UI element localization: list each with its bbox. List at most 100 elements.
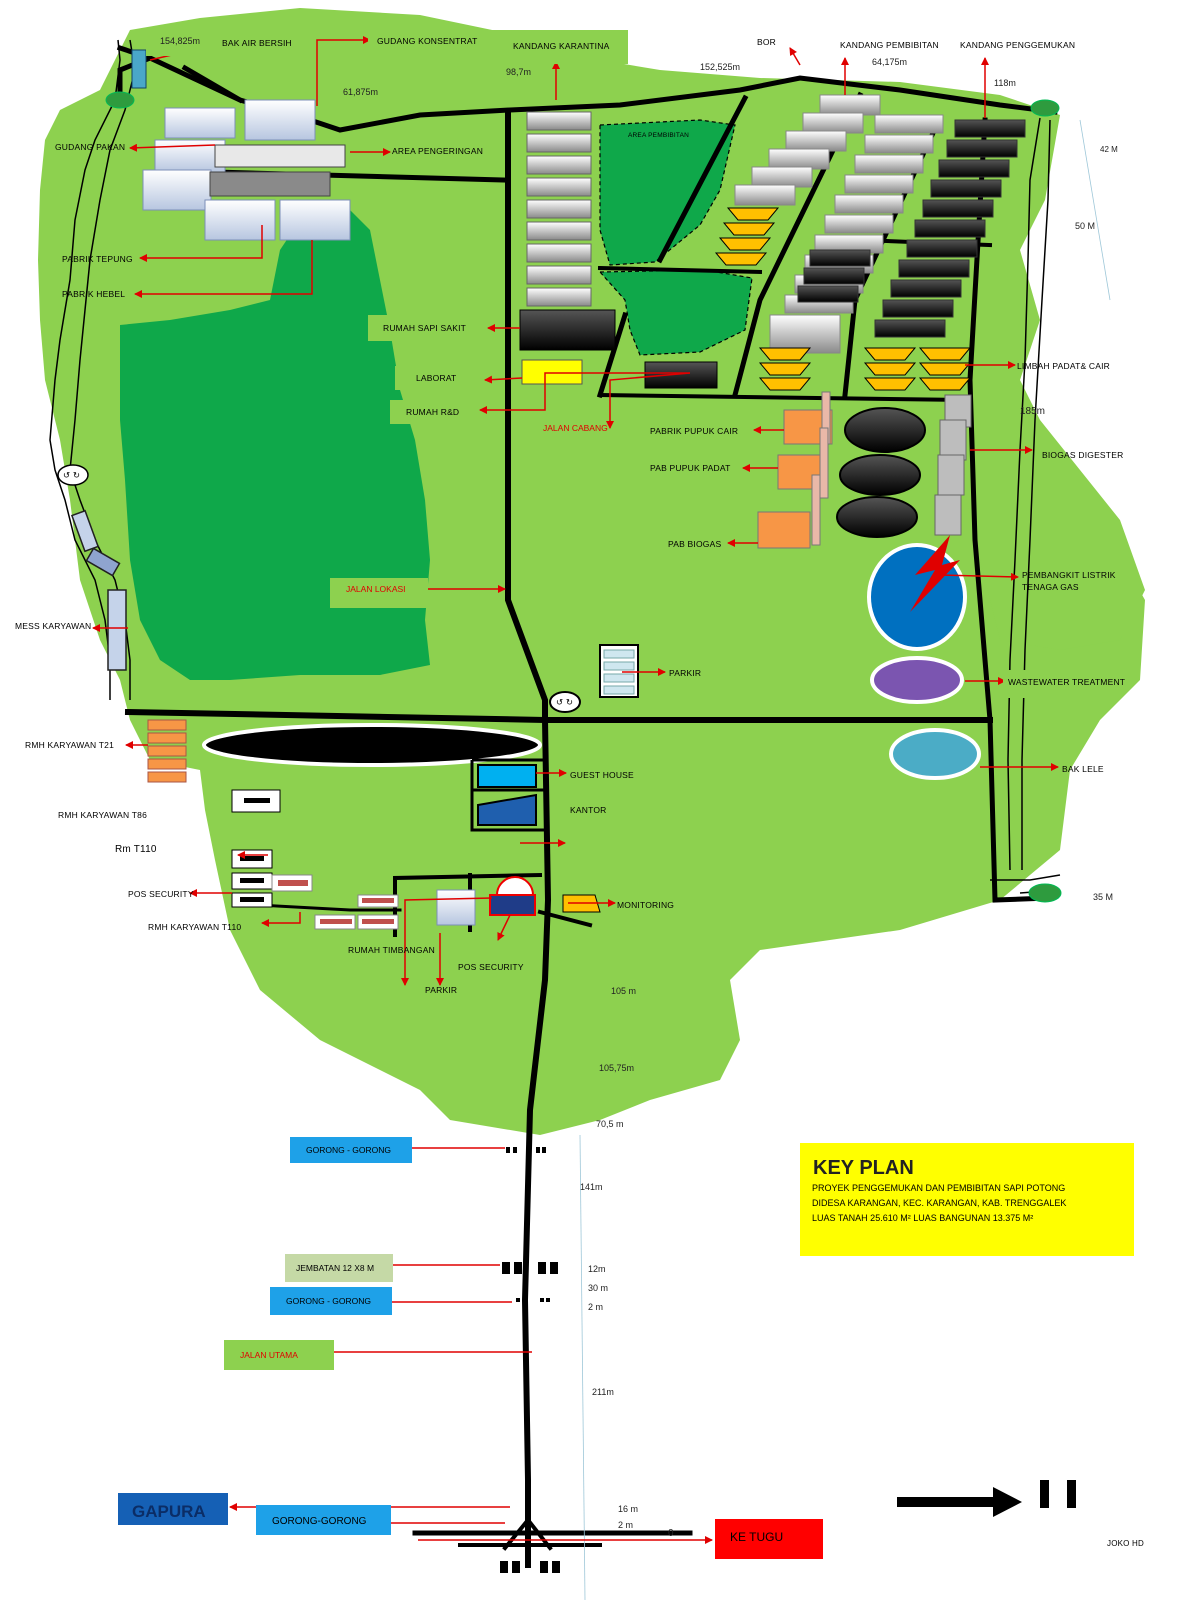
penggemukan-shed [922, 199, 994, 218]
label-kantor: KANTOR [570, 805, 606, 815]
label-kandang-pembibitan: KANDANG PEMBIBITAN [840, 40, 939, 50]
label-pabrik-tepung: PABRIK TEPUNG [62, 254, 133, 264]
gudang-pakan-buildings [142, 99, 351, 241]
pointer-arrow [316, 36, 371, 106]
penggemukan-shed [930, 179, 1002, 198]
roundabout-west-icon: ↺ ↻ [57, 464, 89, 486]
dark-block-mid [644, 361, 718, 389]
penggemukan-shed [890, 279, 962, 298]
biogas-tanks [934, 394, 972, 536]
wastewater-pond [870, 656, 964, 704]
pointer-arrow [261, 912, 301, 927]
limbah-tray [726, 207, 780, 221]
laborat-building [521, 359, 583, 385]
penggemukan-shed [797, 285, 859, 303]
gorong-2-box [270, 1287, 392, 1315]
label-biogas-digester: BIOGAS DIGESTER [1042, 450, 1123, 460]
label-rumah-rd: RUMAH R&D [406, 407, 459, 417]
label-gudang-pakan: GUDANG PAKAN [55, 142, 125, 152]
key-plan-title: KEY PLAN [813, 1157, 914, 1179]
key-plan-box [800, 1143, 1134, 1256]
karantina-shed [526, 133, 592, 153]
kantor-building [477, 793, 537, 826]
author-label: JOKO HD [1107, 1539, 1144, 1548]
dim-64: 64,175m [872, 57, 907, 67]
label-kandang-karantina: KANDANG KARANTINA [513, 41, 610, 51]
pembibitan-shed [785, 130, 847, 152]
limbah-tray [722, 222, 776, 236]
limbah-tray [918, 362, 972, 376]
pembibitan-shed [824, 214, 894, 234]
jembatan-box [285, 1254, 393, 1282]
karantina-shed [526, 177, 592, 197]
key-plan-line3: LUAS TANAH 25.610 M² LUAS BANGUNAN 13.37… [812, 1213, 1033, 1223]
power-plant [867, 535, 967, 651]
label-monitoring: MONITORING [617, 900, 674, 910]
limbah-tray [718, 237, 772, 251]
bak-lele-pond [889, 728, 981, 780]
label-rmh-karyawan-t110: RMH KARYAWAN T110 [148, 922, 241, 932]
pointer-arrow [606, 372, 691, 429]
dim-42: 42 M [1100, 145, 1118, 154]
label-box-rumah-sapi-sakit [368, 315, 466, 341]
jalan-utama-label: JALAN UTAMA [240, 1350, 298, 1360]
pointer-arrow [497, 914, 511, 941]
biogas-digesters [836, 407, 926, 538]
penggemukan-shed [906, 239, 978, 258]
dim-152: 152,525m [700, 62, 740, 72]
label-limbah: LIMBAH PADAT& CAIR [1017, 361, 1110, 371]
dim-35: 35 M [1093, 892, 1113, 902]
karantina-shed [526, 199, 592, 219]
kandang-penggemukan-sheds [797, 119, 1026, 338]
gapura-label: GAPURA [132, 1502, 206, 1521]
penggemukan-shed [874, 319, 946, 338]
label-box-wastewater [1003, 670, 1113, 698]
label-box-kandang-karantina [498, 30, 628, 64]
label-pos-security-1: POS SECURITY [128, 889, 194, 899]
label-pembangkit-1: PEMBANGKIT LISTRIK [1022, 570, 1116, 580]
lightning-icon [910, 535, 960, 612]
dim-10575: 105,75m [599, 1063, 634, 1073]
pointer-arrow [479, 372, 690, 414]
label-rmh-t86: RMH KARYAWAN T86 [58, 810, 147, 820]
limbah-tray [918, 377, 972, 391]
karantina-shed [526, 111, 592, 131]
gapura-box [118, 1493, 228, 1525]
penggemukan-shed [914, 219, 986, 238]
dim-211: 211m [592, 1387, 614, 1397]
pembibitan-shed [819, 94, 881, 116]
dim-12: 12m [588, 1264, 606, 1274]
dim-141: 141m [580, 1182, 603, 1192]
pointer-arrow [139, 225, 263, 262]
karantina-shed [526, 287, 592, 307]
dim-105: 105 m [611, 986, 636, 996]
jembatan-label: JEMBATAN 12 X8 M [296, 1263, 374, 1273]
label-box-gudang-konsentrat [368, 30, 498, 54]
penggemukan-shed [954, 119, 1026, 138]
ke-tugu-label: KE TUGU [730, 1530, 783, 1544]
area-pengeringan-slab [214, 144, 346, 168]
label-gudang-konsentrat: GUDANG KONSENTRAT [377, 36, 478, 46]
pointer-arrow [939, 572, 1019, 581]
pointer-arrow [129, 143, 216, 152]
jalan-utama-box [224, 1340, 334, 1370]
dim-118: 118m [994, 78, 1016, 88]
label-bor: BOR [757, 37, 776, 47]
limbah-tray [918, 347, 972, 361]
gorong-2-label: GORONG - GORONG [286, 1296, 371, 1306]
label-area-pengeringan: AREA PENGERINGAN [392, 146, 483, 156]
label-laborat: LABORAT [416, 373, 456, 383]
pembibitan-shed [751, 166, 813, 188]
label-bak-air-bersih: BAK AIR BERSIH [222, 38, 292, 48]
karantina-shed [526, 243, 592, 263]
tree-icons [105, 91, 1062, 903]
gorong-3-box [256, 1505, 391, 1535]
limbah-tray [714, 252, 768, 266]
label-kandang-penggemukan: KANDANG PENGGEMUKAN [960, 40, 1075, 50]
key-plan-line2: DIDESA KARANGAN, KEC. KARANGAN, KAB. TRE… [812, 1198, 1066, 1208]
pembibitan-shed [802, 112, 864, 134]
dim-154: 154,825m [160, 36, 200, 46]
ke-tugu-box [715, 1519, 823, 1559]
limbah-tray [863, 362, 917, 376]
